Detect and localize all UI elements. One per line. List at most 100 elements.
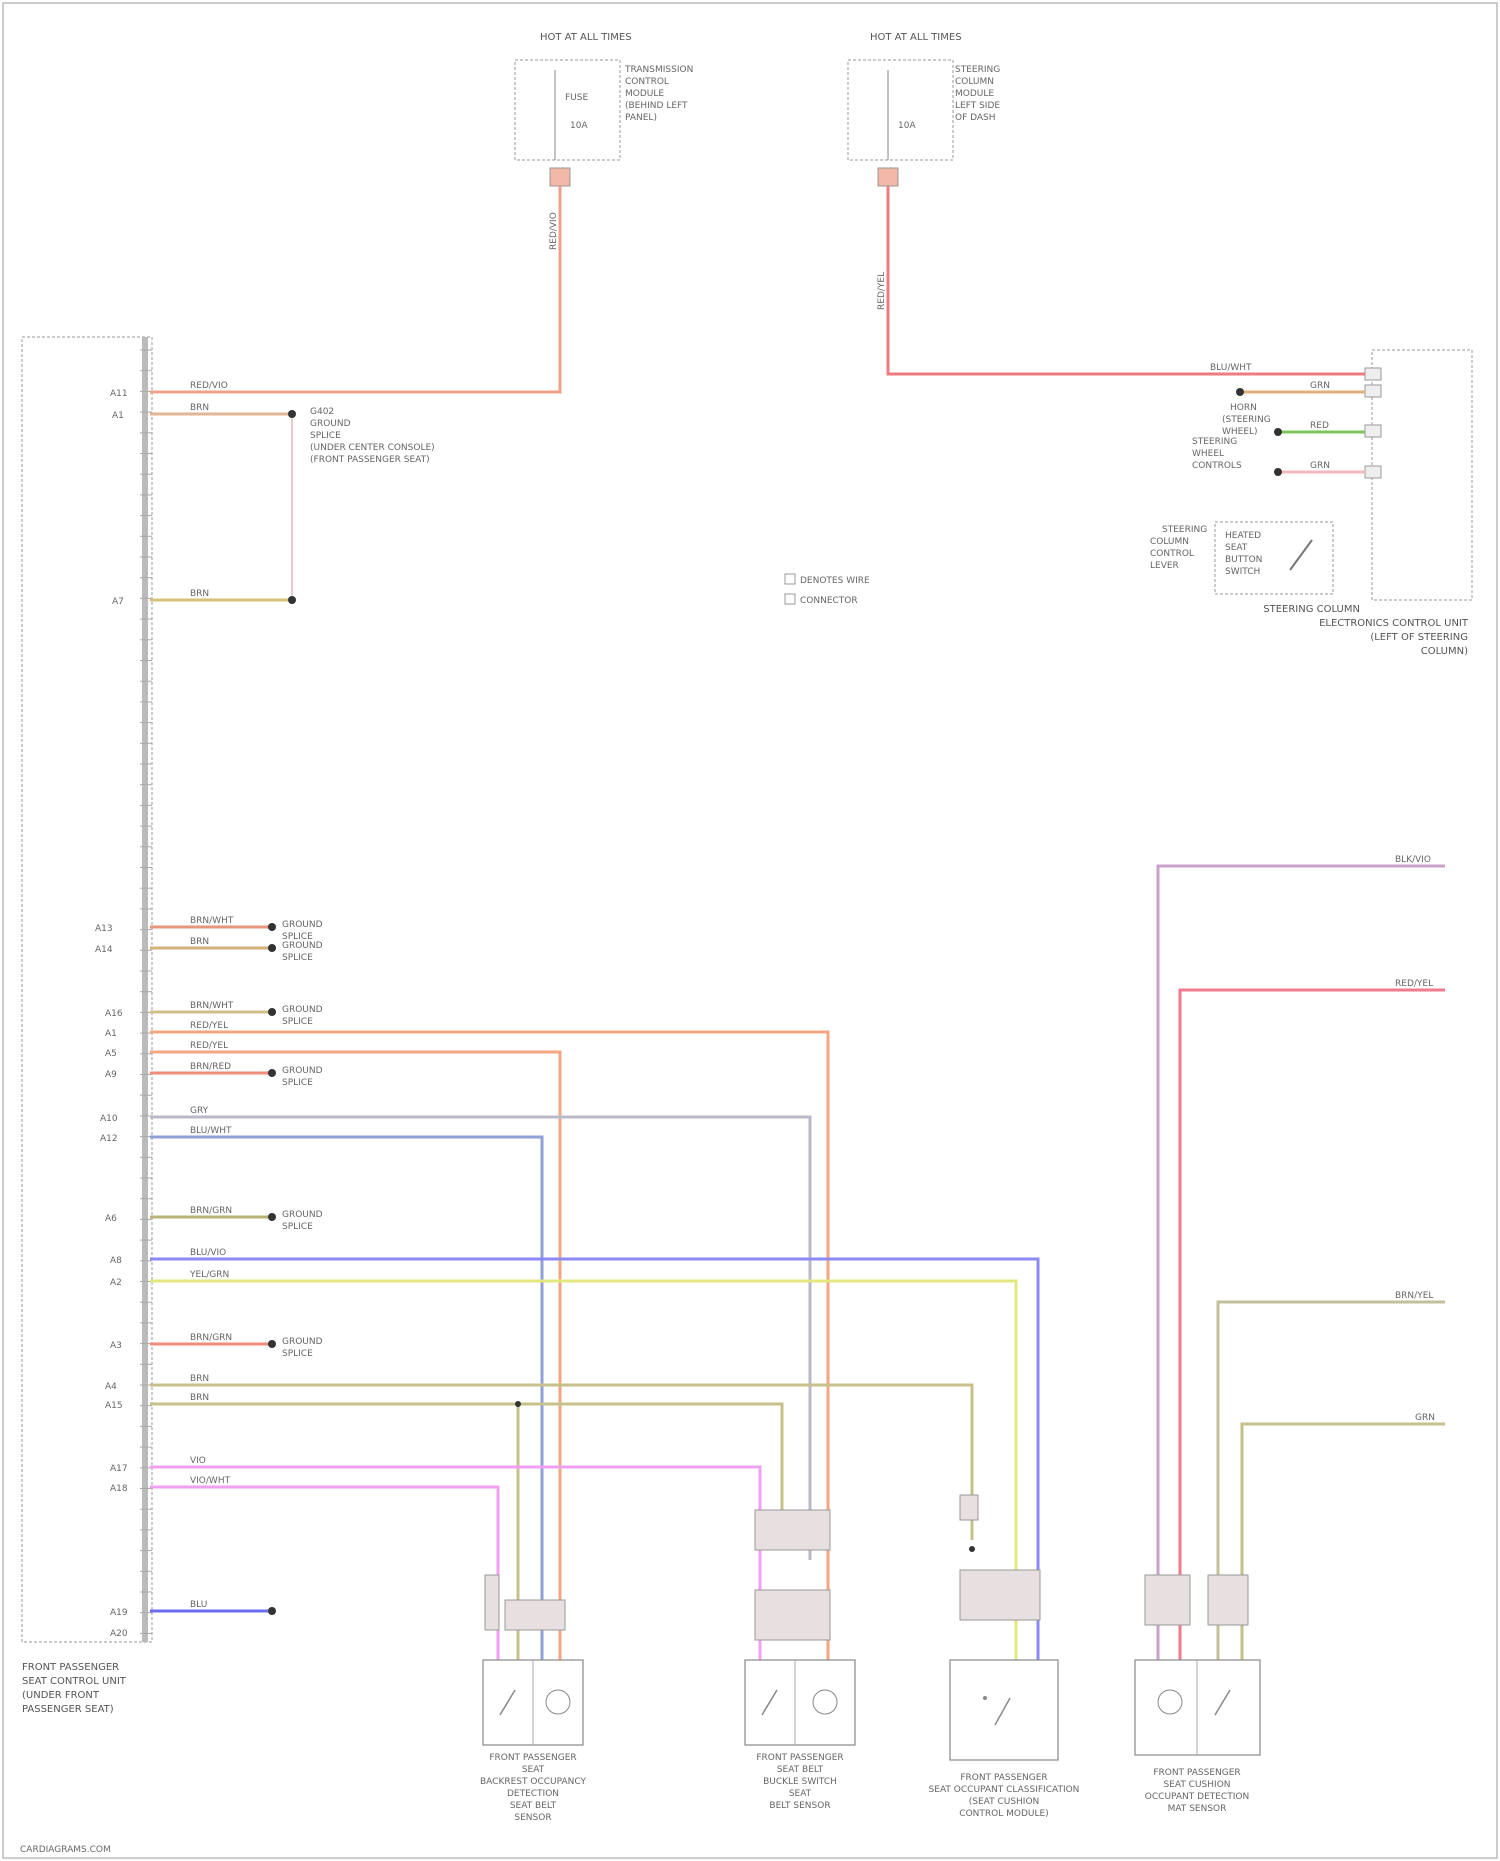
pin-label: A9 [105,1070,117,1080]
component-label: SEAT [522,1765,545,1775]
wire-label: BLK/VIO [1395,855,1431,865]
wire-label: BRN [190,937,209,947]
fuse-right-line: OF DASH [955,113,996,123]
wire-label: GRN [1310,461,1330,471]
wire-label: BRN [190,1374,209,1384]
right-mid-label: STEERING [1192,437,1237,447]
fuse-left-line: TRANSMISSION [624,65,693,75]
left-module-label: FRONT PASSENGER [22,1662,119,1673]
pin-label: A1 [105,1029,117,1039]
ground-label: GROUND [282,1005,323,1015]
wire-label: RED/YEL [190,1041,228,1051]
component-label: BACKREST OCCUPANCY [480,1777,586,1787]
wire-label: RED/YEL [1395,979,1433,989]
pin-label: A7 [112,597,124,607]
wire-label: RED/YEL [190,1021,228,1031]
ground-label: SPLICE [282,1222,313,1232]
ground-label: SPLICE [282,1017,313,1027]
fuse-box-left: HOT AT ALL TIMES TRANSMISSION CONTROL MO… [515,32,693,186]
right-module-label: STEERING COLUMN [1263,604,1360,615]
switch-symbol [1290,540,1312,570]
wire-label: GRN [1310,381,1330,391]
wire-label: GRN [1415,1413,1435,1423]
wire-red-yel-r [1180,990,1445,1660]
component-label: MAT SENSOR [1168,1804,1227,1814]
right-upper-label: WHEEL) [1222,427,1258,437]
ground-note: (FRONT PASSENGER SEAT) [310,455,430,465]
right-mid-label: CONTROLS [1192,461,1242,471]
ground-label: GROUND [282,1337,323,1347]
wire-gry [150,1117,810,1560]
pin-label: A12 [100,1134,118,1144]
ground-labels: G402 GROUND SPLICE (UNDER CENTER CONSOLE… [282,407,435,1359]
left-control-module: FRONT PASSENGER SEAT CONTROL UNIT (UNDER… [22,337,152,1715]
fuse-right-connector [878,168,898,186]
pin-label: A2 [110,1278,122,1288]
legend-item: DENOTES WIRE [800,576,870,586]
wire-blu-vio [150,1259,1038,1660]
wire-label: BRN [190,1393,209,1403]
wire-label: BRN [190,589,209,599]
legend-item: CONNECTOR [800,596,858,606]
fuse-left-connector [550,168,570,186]
switch-block-label: CONTROL [1150,549,1194,559]
right-upper-label: HORN [1230,403,1257,413]
fuse-left-line: PANEL) [625,113,657,123]
component-label: FRONT PASSENGER [489,1753,576,1763]
connectors [485,1495,1248,1640]
component-label: OCCUPANT DETECTION [1145,1792,1249,1802]
wire-vio-wht [150,1487,498,1660]
component-label: (SEAT CUSHION [969,1797,1040,1807]
wire-red-vio-feed [150,186,560,392]
legend: DENOTES WIRE CONNECTOR [785,574,870,606]
component-label: BELT SENSOR [769,1801,830,1811]
fuse-left-line: MODULE [625,89,664,99]
pin-label: A20 [110,1629,128,1639]
pin-label: A1 [112,411,124,421]
right-upper-label: (STEERING [1222,415,1271,425]
wire-vio [150,1467,760,1660]
wire-label: BLU/VIO [190,1248,226,1258]
wire-label: BLU/WHT [190,1126,232,1136]
component-label: SEAT CUSHION [1163,1780,1230,1790]
left-module-label: (UNDER FRONT [22,1690,100,1701]
pin-label: A11 [110,389,128,399]
component-label: CONTROL MODULE) [959,1809,1048,1819]
pin-label: A15 [105,1401,123,1411]
ground-label: GROUND [282,941,323,951]
wire-label: BRN/WHT [190,916,234,926]
ground-note: GROUND [310,419,351,429]
fuse-right-amp: 10A [898,121,916,131]
wire-label: BRN/GRN [190,1333,232,1343]
wire-label: BLU [190,1600,207,1610]
ground-label: GROUND [282,1066,323,1076]
wire-label: VIO/WHT [190,1476,231,1486]
right-module-label: ELECTRONICS CONTROL UNIT [1319,618,1469,629]
fuse-left-title: HOT AT ALL TIMES [540,32,632,43]
component-4: FRONT PASSENGER SEAT CUSHION OCCUPANT DE… [1135,1660,1260,1814]
footer-text: CARDIAGRAMS.COM [20,1845,111,1855]
pin-label: A6 [105,1214,117,1224]
pin-label: A13 [95,924,113,934]
switch-name: BUTTON [1225,555,1262,565]
wire-label: BRN/YEL [1395,1291,1433,1301]
switch-block-label: STEERING [1162,525,1207,535]
wire-label: GRY [190,1106,209,1116]
fuse-right-line: COLUMN [955,77,994,87]
junction-dots [268,388,1282,1615]
ground-label: SPLICE [282,1078,313,1088]
component-label: SEAT [789,1789,812,1799]
component-label: SEAT BELT [777,1765,824,1775]
wire-label: RED/VIO [549,212,559,250]
component-label: FRONT PASSENGER [960,1773,1047,1783]
pin-label: A19 [110,1608,128,1618]
ground-label: SPLICE [282,953,313,963]
fuse-right-title: HOT AT ALL TIMES [870,32,962,43]
wire-brn-yel [1218,1302,1445,1660]
pin-label: A16 [105,1009,123,1019]
component-label: SENSOR [514,1813,551,1823]
component-label: FRONT PASSENGER [1153,1768,1240,1778]
component-label: SEAT BELT [510,1801,557,1811]
left-module-label: PASSENGER SEAT) [22,1704,114,1715]
right-mid-label: WHEEL [1192,449,1224,459]
